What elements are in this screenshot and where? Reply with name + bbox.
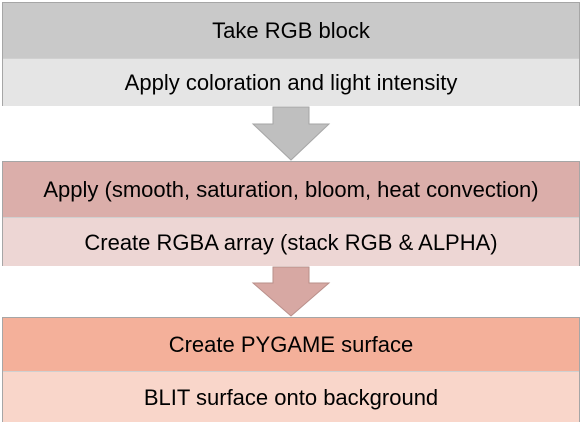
step-3-header: Create PYGAME surface: [3, 318, 579, 371]
step-1-header: Take RGB block: [3, 3, 579, 58]
down-arrow-icon: [251, 106, 331, 161]
step-3-detail: BLIT surface onto background: [3, 371, 579, 422]
step-block-apply-effects: Apply (smooth, saturation, bloom, heat c…: [2, 161, 580, 266]
down-arrow-icon: [251, 266, 331, 317]
step-block-take-rgb: Take RGB block Apply coloration and ligh…: [2, 2, 580, 106]
step-2-detail: Create RGBA array (stack RGB & ALPHA): [3, 217, 579, 266]
step-2-header: Apply (smooth, saturation, bloom, heat c…: [3, 162, 579, 217]
step-1-detail: Apply coloration and light intensity: [3, 58, 579, 106]
step-block-pygame-surface: Create PYGAME surface BLIT surface onto …: [2, 317, 580, 422]
